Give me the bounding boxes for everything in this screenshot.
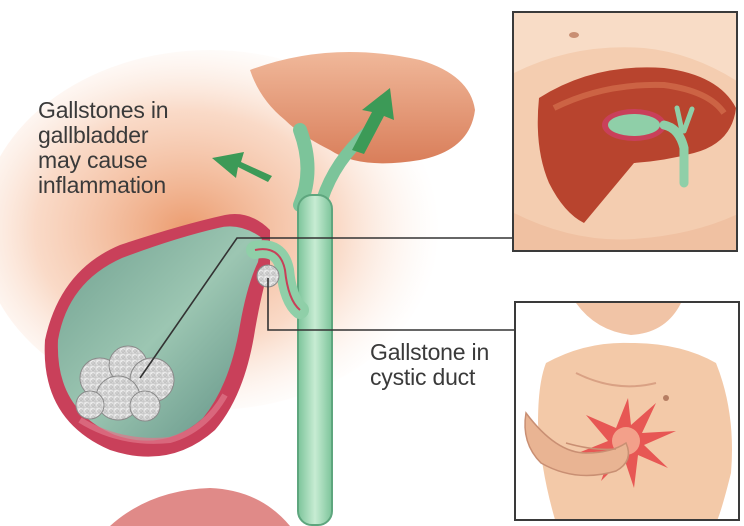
liver-inset-illustration xyxy=(514,13,738,252)
common-bile-duct xyxy=(298,195,332,525)
abdominal-pain-inset xyxy=(514,301,740,521)
liver-location-inset xyxy=(512,11,738,252)
left-hepatic-duct xyxy=(300,130,308,205)
gallbladder-caption: Gallstones in gallbladder may cause infl… xyxy=(38,98,238,198)
stomach-edge xyxy=(110,488,290,526)
cystic-duct-caption: Gallstone in cystic duct xyxy=(370,340,530,390)
pain-inset-illustration xyxy=(516,303,740,521)
